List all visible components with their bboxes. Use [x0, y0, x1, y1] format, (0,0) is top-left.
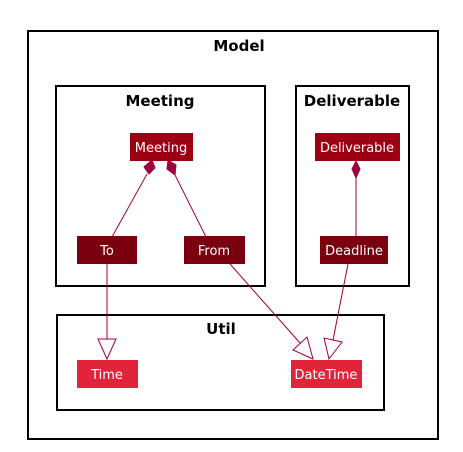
class-to-label: To — [99, 244, 114, 259]
package-model-title: Model — [213, 37, 264, 55]
class-to: To — [77, 236, 137, 264]
package-meeting-title: Meeting — [125, 92, 194, 110]
generalization-arrow-icon — [292, 336, 314, 360]
class-datetime: DateTime — [291, 360, 362, 388]
package-deliverable-title: Deliverable — [304, 92, 400, 110]
edge-meeting-from — [166, 159, 207, 238]
class-from-label: From — [198, 244, 230, 259]
class-datetime-label: DateTime — [295, 368, 358, 383]
class-deadline-label: Deadline — [325, 244, 383, 259]
composition-diamond-icon — [166, 159, 177, 176]
package-meeting: Meeting — [55, 85, 266, 287]
edge-deliverable-deadline — [351, 159, 361, 236]
generalization-arrow-icon — [97, 338, 117, 361]
class-meeting-label: Meeting — [135, 141, 187, 156]
edge-to-time — [97, 264, 117, 361]
generalization-arrow-icon — [323, 337, 343, 361]
edge-from-datetime — [229, 263, 314, 360]
composition-diamond-icon — [351, 159, 361, 180]
package-deliverable: Deliverable — [295, 85, 410, 287]
package-util: Util — [56, 314, 385, 411]
class-time-label: Time — [90, 368, 123, 383]
package-model: Model — [27, 30, 439, 440]
edge-deadline-datetime — [323, 263, 349, 361]
package-util-title: Util — [206, 320, 236, 338]
class-from: From — [184, 236, 245, 264]
class-deliverable: Deliverable — [315, 133, 400, 161]
composition-diamond-icon — [143, 159, 156, 175]
class-deadline: Deadline — [320, 236, 388, 264]
class-deliverable-label: Deliverable — [320, 141, 394, 156]
class-meeting: Meeting — [130, 133, 193, 161]
class-time: Time — [77, 360, 138, 388]
edge-meeting-to — [111, 159, 156, 238]
